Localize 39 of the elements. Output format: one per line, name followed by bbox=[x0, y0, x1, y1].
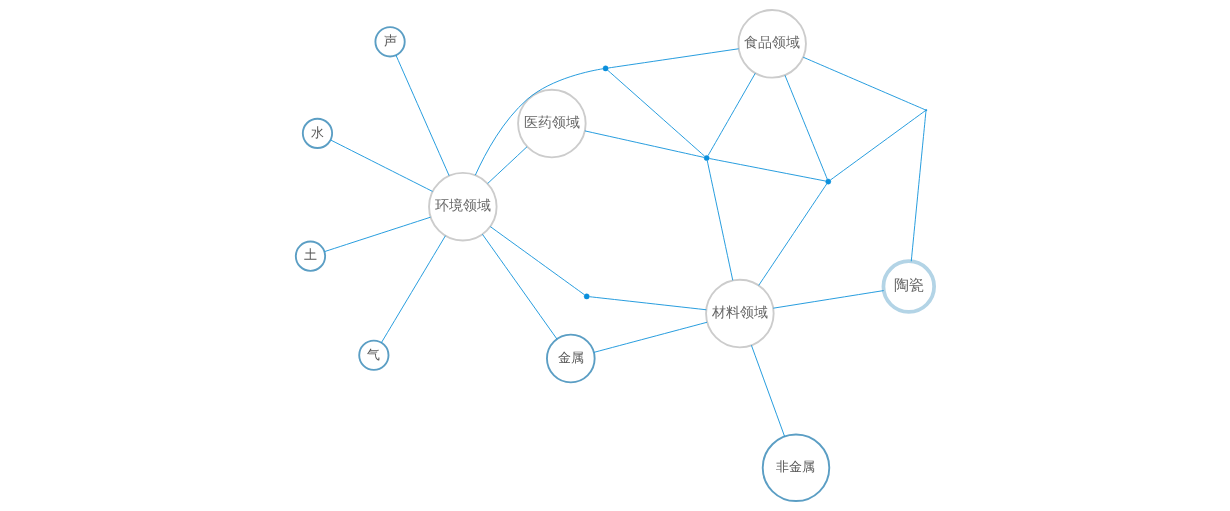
node-circle bbox=[583, 293, 590, 300]
node-circle: 水 bbox=[301, 117, 334, 149]
node-circle: 气 bbox=[358, 339, 390, 371]
connector bbox=[588, 296, 707, 311]
connector bbox=[707, 72, 756, 157]
connector bbox=[784, 74, 828, 180]
connector bbox=[802, 56, 926, 111]
connector bbox=[481, 233, 558, 340]
connector bbox=[758, 183, 828, 286]
node-circle: 食品领域 bbox=[737, 9, 807, 79]
node-circle: 环境领域 bbox=[428, 172, 498, 242]
connector bbox=[323, 216, 431, 253]
node-circle: 声 bbox=[374, 26, 406, 58]
connector bbox=[380, 235, 446, 344]
connector bbox=[395, 54, 450, 177]
connector bbox=[772, 290, 885, 309]
node-circle: 陶瓷 bbox=[881, 259, 936, 314]
node-circle: 土 bbox=[294, 240, 327, 272]
connector bbox=[750, 344, 786, 438]
node-circle: 材料领域 bbox=[705, 278, 775, 349]
connector bbox=[593, 321, 708, 353]
connector bbox=[584, 130, 705, 158]
node-point bbox=[924, 109, 928, 112]
connector bbox=[607, 48, 740, 69]
connector bbox=[910, 110, 927, 262]
connector bbox=[607, 69, 706, 157]
connector bbox=[708, 158, 827, 182]
node-circle bbox=[703, 155, 710, 161]
node-circle bbox=[602, 65, 609, 72]
connector bbox=[706, 160, 734, 281]
connector bbox=[330, 139, 433, 192]
node-circle: 金属 bbox=[546, 333, 596, 384]
connector bbox=[489, 226, 585, 296]
node-circle: 医药领域 bbox=[517, 88, 587, 159]
connector bbox=[487, 146, 528, 184]
node-circle bbox=[825, 178, 832, 185]
connector bbox=[474, 68, 604, 176]
node-circle: 非金属 bbox=[761, 433, 831, 502]
connector bbox=[829, 110, 926, 181]
